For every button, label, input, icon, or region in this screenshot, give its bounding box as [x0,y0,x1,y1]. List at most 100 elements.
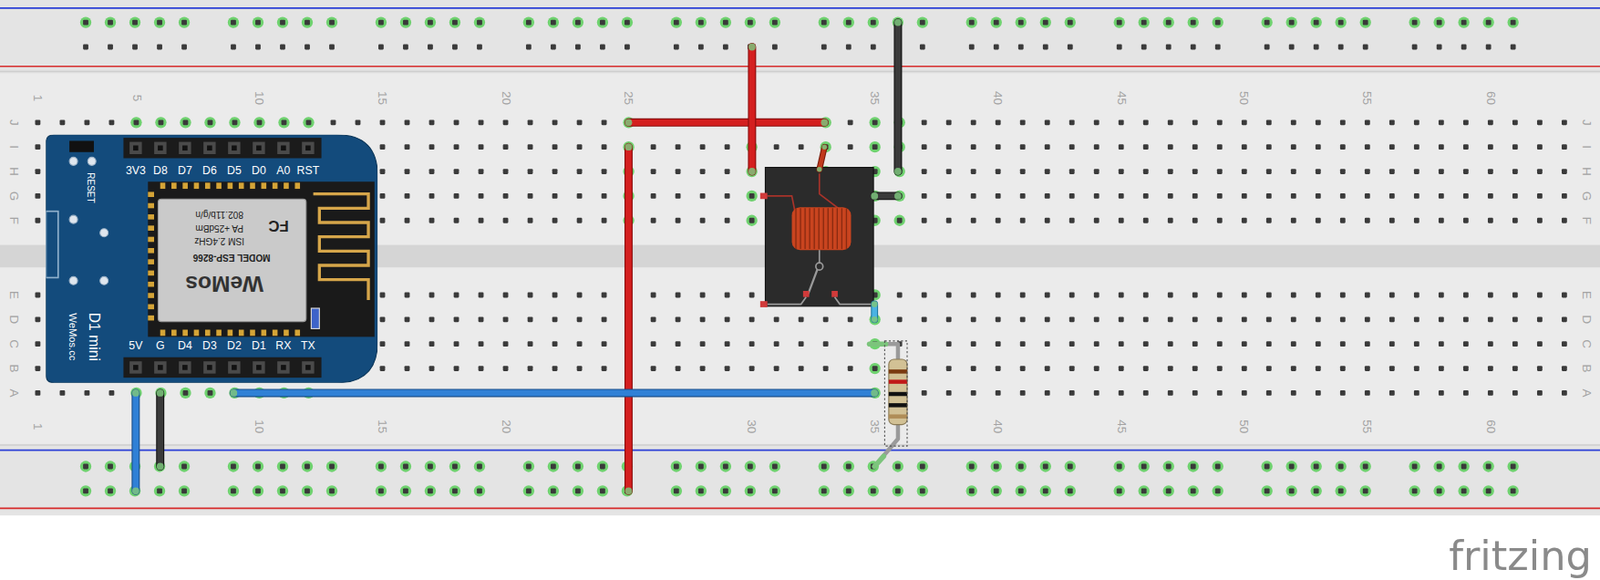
breadboard-hole [700,340,706,347]
breadboard-hole [601,168,608,175]
rail-line [0,65,1600,68]
breadboard-hole [599,44,606,51]
breadboard-hole [1463,390,1469,396]
breadboard-hole [749,217,755,224]
breadboard-hole [895,487,901,494]
breadboard-hole [452,464,458,470]
connected-hole [178,16,190,28]
coil-winding [794,207,796,249]
header-pin [157,144,164,151]
breadboard-hole [404,144,411,150]
connected-hole [917,485,929,496]
breadboard-hole [1018,20,1024,26]
column-number: 40 [991,419,1004,434]
breadboard-hole [1044,365,1051,372]
breadboard-hole [1561,365,1568,372]
breadboard-hole [1438,217,1445,224]
relay-body [764,167,874,307]
breadboard-hole [1438,340,1445,347]
breadboard-hole [995,316,1002,322]
breadboard-hole [378,44,384,51]
breadboard-hole [527,193,534,199]
connected-hole [869,141,881,153]
breadboard-hole [870,44,877,51]
breadboard-hole [329,20,335,26]
breadboard-hole [846,44,852,51]
breadboard-hole [478,193,485,199]
pin-label: D8 [153,165,168,176]
breadboard-hole [1192,292,1198,299]
breadboard-hole [1067,20,1074,26]
breadboard-hole [255,20,261,26]
breadboard-hole [1364,217,1371,224]
breadboard-hole [1510,20,1517,26]
breadboard-hole [1192,390,1198,396]
breadboard-hole [1266,292,1272,299]
breadboard-hole [1141,464,1147,470]
wire-end [870,389,878,397]
connected-hole [1335,16,1347,28]
breadboard-hole [1266,316,1272,322]
wire-end [822,144,828,150]
breadboard-hole [1463,144,1469,150]
breadboard-hole [1561,119,1568,125]
breadboard-hole [921,193,928,199]
breadboard-hole [1512,292,1518,299]
breadboard-hole [1486,20,1492,26]
row-letter: A [1580,388,1593,397]
connected-hole [892,485,904,496]
breadboard-hole [1166,44,1172,51]
breadboard-hole [1190,464,1197,470]
breadboard-hole [429,168,435,175]
breadboard-hole [1264,487,1270,494]
connected-hole [966,485,978,496]
connected-hole [1261,460,1273,472]
module-pad [160,330,166,337]
column-number: 50 [1238,419,1250,434]
connected-hole [1114,460,1126,472]
header-pin [256,144,262,151]
breadboard-hole [1340,316,1346,322]
header-pin [227,361,240,373]
breadboard-hole [1069,217,1075,224]
connected-hole [990,460,1002,472]
breadboard-hole [1118,365,1125,372]
breadboard-hole [1438,193,1445,199]
module-pad [147,237,155,243]
wire-outline [624,146,633,491]
breadboard-hole [921,292,928,299]
breadboard-hole [1192,144,1198,150]
breadboard-hole [821,487,827,494]
breadboard-hole [429,340,435,347]
connected-hole [424,16,436,28]
module-pad [171,182,177,189]
module-pad [238,330,245,337]
breadboard-hole [1510,487,1517,494]
breadboard-hole [1167,292,1174,299]
breadboard-hole [1241,168,1248,175]
column-number: 10 [253,91,266,105]
relay-pin [760,193,768,200]
breadboard-hole [380,168,386,175]
breadboard-hole [404,292,411,299]
breadboard-hole [1020,193,1026,199]
column-number: 50 [1238,91,1250,105]
connected-hole [228,116,240,128]
connected-hole [547,16,559,28]
breadboard-hole [1438,292,1445,299]
column-number: 20 [499,419,512,434]
breadboard-hole [1414,217,1420,224]
breadboard-hole [1215,20,1221,26]
breadboard-hole [1020,316,1026,322]
breadboard-hole [1094,119,1100,125]
breadboard-hole [1486,464,1492,470]
breadboard-hole [1340,390,1346,396]
row-letter: J [1580,119,1593,126]
breadboard-hole [1192,340,1198,347]
breadboard-hole [724,316,731,322]
breadboard-hole [1094,144,1100,150]
breadboard-hole [1266,168,1272,175]
breadboard-hole [329,487,335,494]
mounting-pad [69,276,78,285]
connected-hole [277,460,289,472]
